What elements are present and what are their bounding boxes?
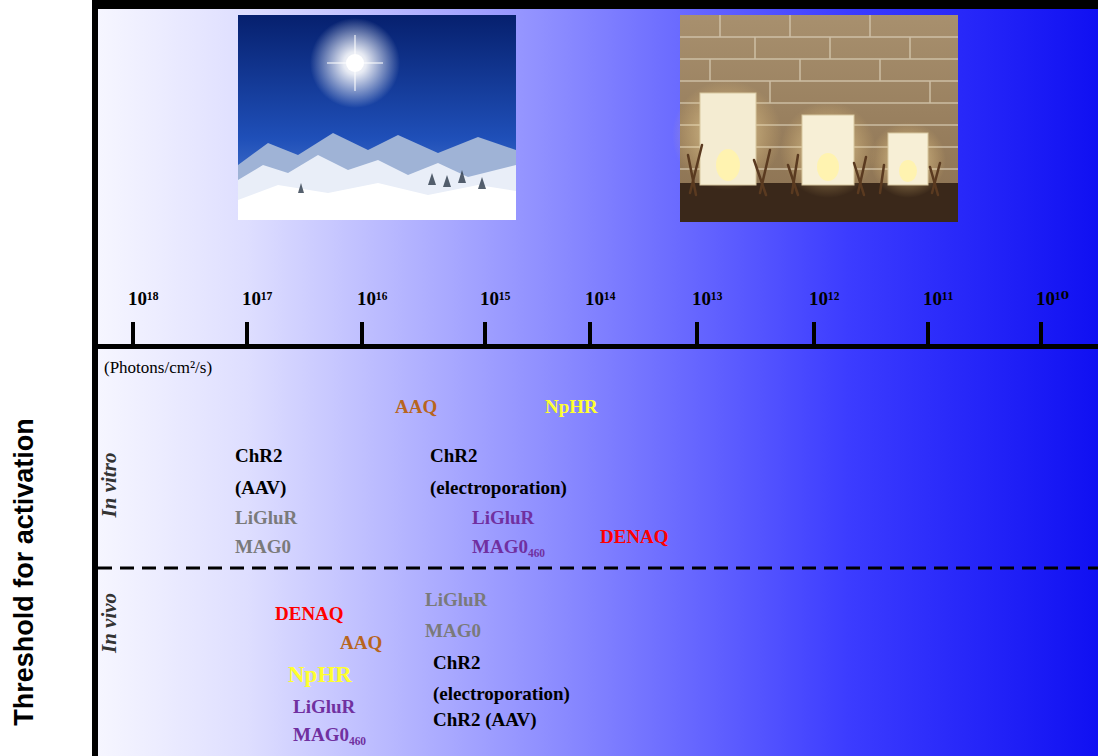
tick-label: 10¹⁸ [128,288,158,311]
tick-label: 10¹² [809,288,839,311]
lantern-photo [672,15,958,222]
frame-top [92,0,1098,9]
tick-label: 10¹⁰ [1036,288,1069,311]
frame-left [92,0,98,756]
tool-label: AAQ [340,632,382,655]
tick-label: 10¹⁶ [357,288,387,311]
gradient-panel [98,0,1098,756]
tool-label: LiGluR MAG0 [425,584,487,646]
group-label: In vitro [97,453,122,518]
tool-label: ChR2 (AAV) [433,709,537,732]
tool-label: ChR2 (electroporation) [433,647,570,709]
tool-label: DENAQ [600,526,669,549]
tool-label: NpHR [288,661,352,689]
group-label: In vivo [97,593,122,653]
tool-label: LiGluR MAG0₄₆₀ [293,693,366,749]
tool-label: DENAQ [275,603,344,626]
tool-label: ChR2 (AAV) [235,440,286,504]
divider-dashed [98,567,1098,570]
axis-ticks [131,322,1043,346]
tool-label: NpHR [545,396,598,419]
tick-label: 10¹⁴ [585,288,615,311]
unit-label: (Photons/cm²/s) [104,358,212,378]
sun-photo [238,15,516,220]
tool-label: LiGluR MAG0₄₆₀ [472,503,545,561]
tick-label: 10¹¹ [923,288,953,311]
tool-label: AAQ [395,396,437,419]
axis-title: Threshold for activation [8,418,40,726]
tick-label: 10¹⁵ [480,288,510,311]
tick-label: 10¹³ [692,288,722,311]
tick-label: 10¹⁷ [242,288,272,311]
tool-label: LiGluR MAG0 [235,503,297,561]
tool-label: ChR2 (electroporation) [430,440,567,504]
